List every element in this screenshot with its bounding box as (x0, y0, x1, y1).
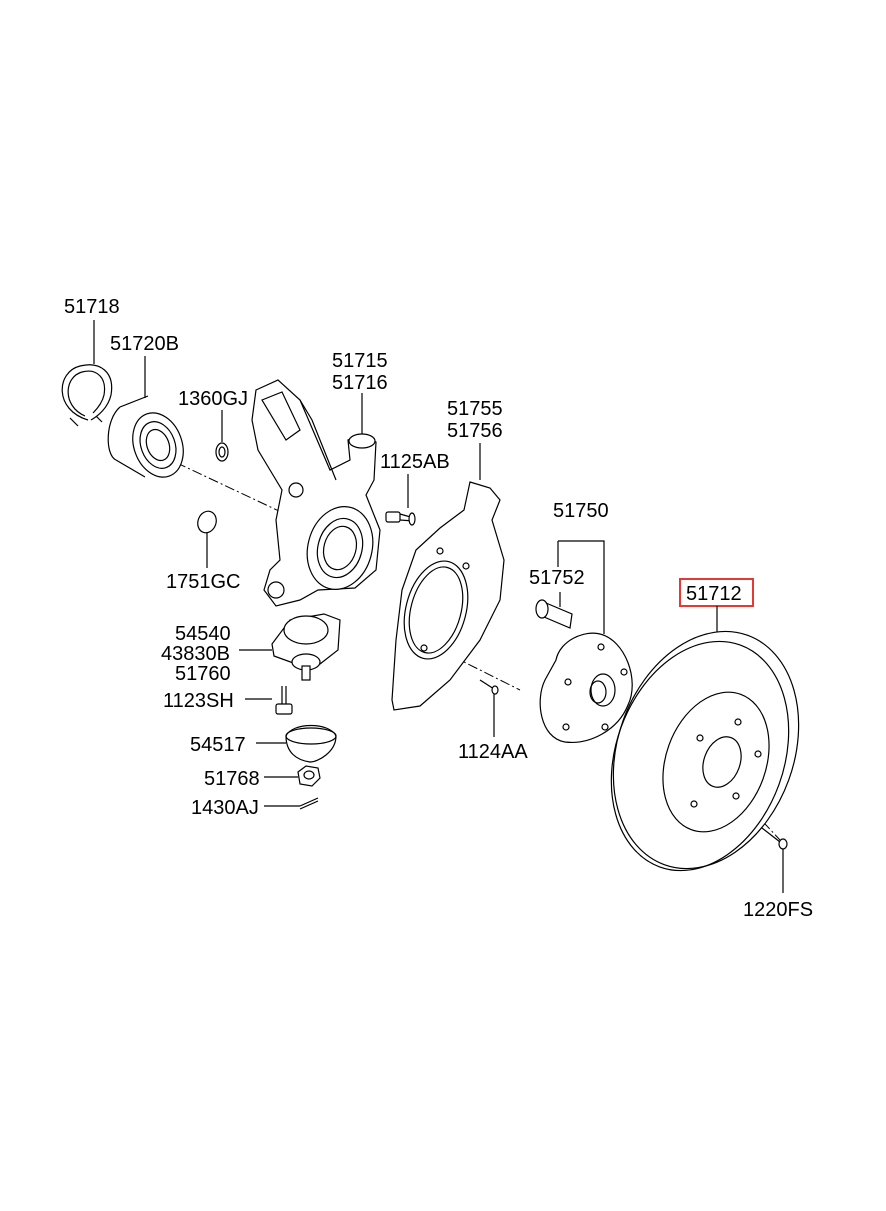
label-1124AA[interactable]: 1124AA (458, 741, 528, 763)
brake-disc-51712[interactable] (581, 605, 831, 895)
label-51750[interactable]: 51750 (553, 500, 609, 522)
label-51755[interactable]: 51755 (447, 398, 503, 420)
label-1360GJ[interactable]: 1360GJ (178, 388, 248, 410)
snap-ring-51718[interactable] (61, 364, 113, 427)
label-54517[interactable]: 54517 (190, 734, 246, 756)
wheel-bolt-51752[interactable] (535, 599, 573, 629)
label-1220FS[interactable]: 1220FS (743, 899, 813, 921)
dust-cover-51755[interactable] (391, 481, 505, 711)
label-1125AB[interactable]: 1125AB (380, 451, 450, 473)
leader-lines (93, 320, 784, 893)
dust-cap-54517[interactable] (285, 725, 337, 763)
label-43830B[interactable]: 43830B (161, 643, 230, 665)
label-51720B[interactable]: 51720B (110, 333, 179, 355)
label-51712[interactable]: 51712 (686, 583, 742, 605)
cotter-pin-1430AJ[interactable] (299, 797, 319, 810)
wheel-hub-51750[interactable] (539, 632, 633, 743)
screw-1220FS[interactable] (761, 827, 788, 850)
wheel-bearing-51720B[interactable] (107, 395, 192, 484)
o-ring-1751GC[interactable] (195, 509, 219, 536)
bolt-1123SH[interactable] (275, 686, 293, 715)
ball-joint-54540[interactable] (271, 613, 341, 681)
screw-1124AA[interactable] (479, 679, 499, 695)
label-51760[interactable]: 51760 (175, 663, 231, 685)
label-1123SH[interactable]: 1123SH (163, 690, 234, 712)
label-51718[interactable]: 51718 (64, 296, 120, 318)
washer-1360GJ[interactable] (215, 442, 229, 462)
label-51768[interactable]: 51768 (204, 768, 260, 790)
bolt-1125AB[interactable] (385, 511, 416, 526)
nut-51768[interactable] (297, 765, 321, 787)
label-51752[interactable]: 51752 (529, 567, 585, 589)
label-51716[interactable]: 51716 (332, 372, 388, 394)
label-51715[interactable]: 51715 (332, 350, 388, 372)
label-51756[interactable]: 51756 (447, 420, 503, 442)
label-1751GC[interactable]: 1751GC (166, 571, 241, 593)
label-54540[interactable]: 54540 (175, 623, 231, 645)
label-1430AJ[interactable]: 1430AJ (191, 797, 259, 819)
steering-knuckle-51715[interactable] (251, 379, 382, 607)
part-labels: 51718 51720B 1360GJ 51715 51716 1751GC 1… (64, 296, 813, 921)
